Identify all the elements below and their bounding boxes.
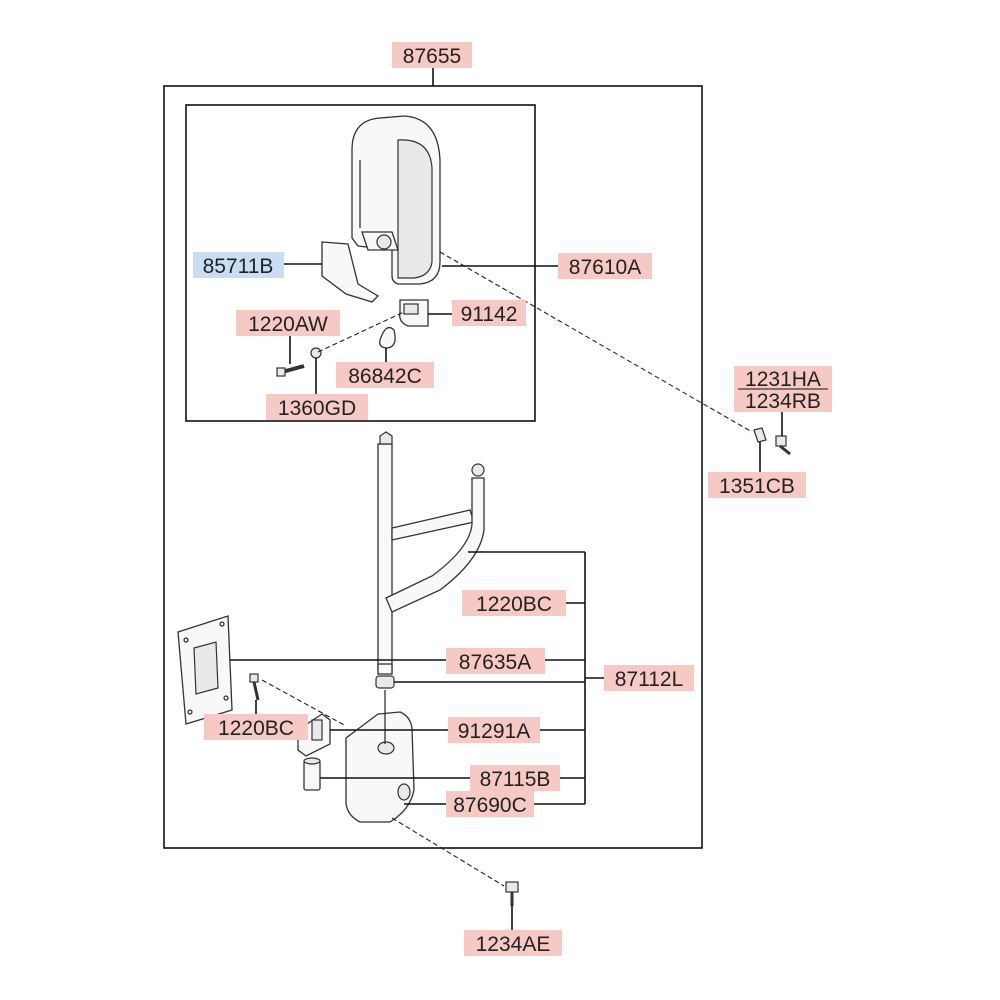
svg-text:91142: 91142 bbox=[461, 303, 518, 326]
bracket-91291a-drawing bbox=[297, 713, 331, 757]
label-87610a[interactable]: 87610A bbox=[558, 253, 652, 279]
svg-text:1351CB: 1351CB bbox=[719, 475, 795, 498]
label-1220bc-lower[interactable]: 1220BC bbox=[204, 714, 308, 740]
stay-pipe-drawing bbox=[377, 431, 393, 675]
cap-86842c-drawing bbox=[379, 326, 396, 349]
label-87690c[interactable]: 87690C bbox=[446, 791, 534, 817]
stay-nut-drawing bbox=[375, 675, 395, 689]
label-1231ha[interactable]: 1231HA bbox=[734, 366, 832, 391]
svg-text:87690C: 87690C bbox=[453, 794, 527, 817]
svg-text:87635A: 87635A bbox=[459, 651, 531, 674]
stay-arm-drawing bbox=[385, 463, 485, 613]
label-1351cb[interactable]: 1351CB bbox=[708, 472, 806, 498]
gasket-87635a-drawing bbox=[177, 615, 233, 725]
label-91291a[interactable]: 91291A bbox=[448, 717, 540, 743]
label-1220aw[interactable]: 1220AW bbox=[236, 310, 340, 336]
label-87635a[interactable]: 87635A bbox=[446, 648, 545, 674]
svg-text:91291A: 91291A bbox=[458, 720, 530, 743]
screw-1220aw-drawing bbox=[276, 364, 305, 377]
label-87115b[interactable]: 87115B bbox=[470, 765, 560, 791]
label-87112l[interactable]: 87112L bbox=[604, 665, 694, 691]
mirror-head-frame bbox=[185, 104, 536, 422]
svg-text:87115B: 87115B bbox=[480, 768, 551, 791]
bolt-1220bc-lower-drawing bbox=[249, 673, 260, 701]
svg-text:86842C: 86842C bbox=[348, 365, 422, 388]
bushing-87115b-drawing bbox=[303, 757, 321, 791]
svg-text:87112L: 87112L bbox=[615, 668, 684, 691]
svg-text:1360GD: 1360GD bbox=[278, 397, 356, 420]
svg-text:1231HA: 1231HA bbox=[745, 368, 821, 391]
svg-text:87610A: 87610A bbox=[569, 256, 641, 279]
svg-text:1234AE: 1234AE bbox=[476, 933, 551, 956]
label-86842c[interactable]: 86842C bbox=[336, 362, 434, 388]
svg-text:1220AW: 1220AW bbox=[248, 313, 328, 336]
svg-text:85711B: 85711B bbox=[203, 255, 274, 278]
mirror-cover-drawing bbox=[321, 241, 380, 303]
label-1220bc-upper[interactable]: 1220BC bbox=[462, 590, 566, 616]
bracket-91142-drawing bbox=[399, 299, 429, 327]
label-87655[interactable]: 87655 bbox=[392, 42, 472, 68]
svg-text:1220BC: 1220BC bbox=[476, 593, 552, 616]
washer-1360gd-drawing bbox=[310, 347, 322, 359]
svg-text:87655: 87655 bbox=[403, 45, 461, 68]
base-87690c-drawing bbox=[345, 711, 415, 823]
svg-text:1234RB: 1234RB bbox=[745, 390, 821, 413]
label-1234ae[interactable]: 1234AE bbox=[464, 930, 562, 956]
label-1360gd[interactable]: 1360GD bbox=[266, 394, 368, 420]
label-91142[interactable]: 91142 bbox=[452, 300, 526, 326]
nut-1351cb-drawing bbox=[753, 427, 767, 443]
svg-text:1220BC: 1220BC bbox=[218, 717, 294, 740]
bolt-1234rb-drawing bbox=[775, 435, 791, 456]
bolt-1234ae-drawing bbox=[505, 881, 519, 906]
label-1234rb[interactable]: 1234RB bbox=[734, 388, 832, 413]
label-85711b[interactable]: 85711B bbox=[193, 252, 284, 278]
mirror-head-drawing bbox=[351, 115, 441, 285]
